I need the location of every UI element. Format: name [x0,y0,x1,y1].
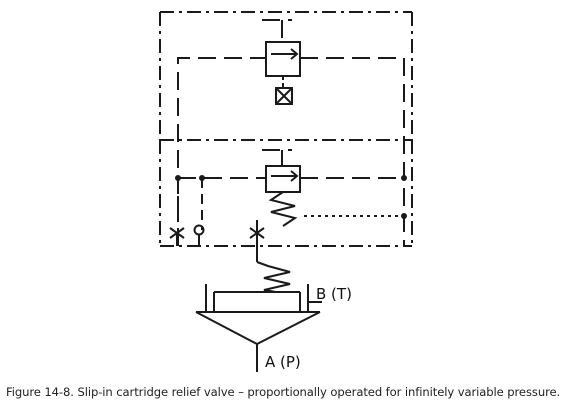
figure-caption: Figure 14-8. Slip-in cartridge relief va… [6,385,561,399]
port-b-label: B (T) [316,285,352,303]
port-a-label: A (P) [265,353,301,371]
junction-dots [175,175,407,219]
proportional-solenoid [275,87,293,105]
lower-pilot-enclosure [159,140,413,247]
middle-pilot-lines [178,149,404,217]
main-spring [256,261,291,293]
pilot-spring [268,191,298,227]
proportional-pilot-valve [265,41,301,105]
max-pressure-pilot-valve [265,165,301,227]
pilot-branch-lines [177,178,203,230]
cartridge-valve [195,261,322,372]
upper-pilot-lines [177,19,405,246]
orifice-symbols [169,220,265,262]
upper-pilot-enclosure [159,11,413,141]
